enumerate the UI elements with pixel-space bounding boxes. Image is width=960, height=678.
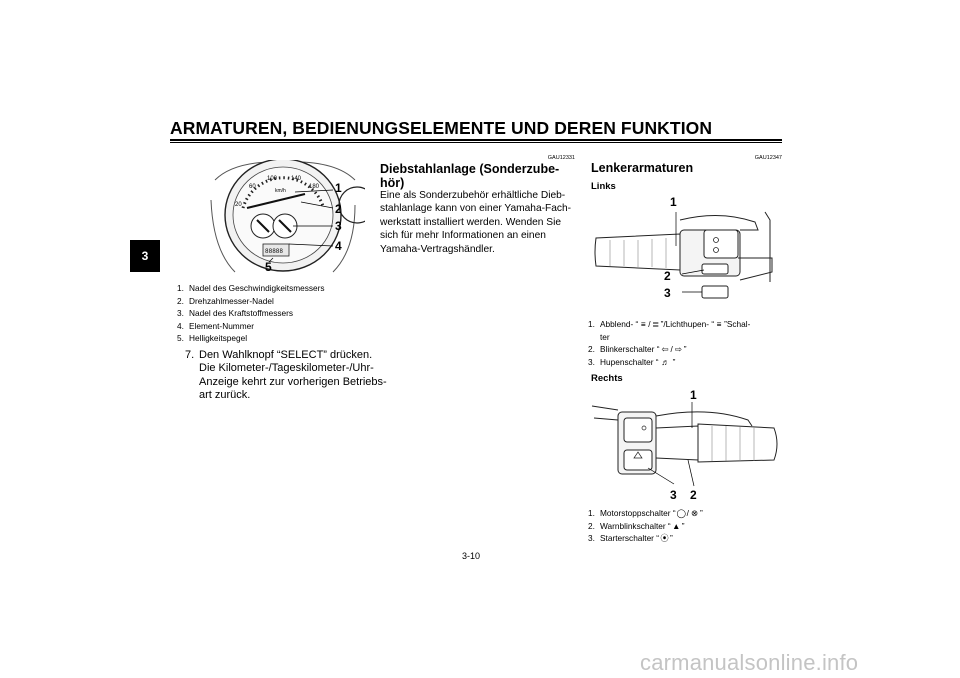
hazard-icon: ▲ — [672, 520, 681, 531]
section-body: Eine als Sonderzubehör erhältliche Dieb-… — [380, 190, 572, 255]
section-heading: Diebstahlanlage (Sonderzube- hör) — [380, 162, 560, 190]
svg-text:100: 100 — [267, 176, 278, 182]
page-number: 3-10 — [462, 551, 481, 561]
caption-item: 2.Drehzahlmesser-Nadel — [177, 295, 274, 306]
chapter-tab: 3 — [130, 240, 160, 272]
caption-item: 4.Element-Nummer — [177, 320, 255, 331]
figure-label-1: 1 — [670, 195, 677, 209]
figure-label-1: 1 — [690, 388, 697, 402]
starter-icon: ⦿ — [660, 533, 669, 543]
turn-right-icon: ⇨ — [674, 344, 682, 354]
caption-item: 1.Nadel des Geschwindigkeitsmessers — [177, 283, 325, 293]
section-code: GAU12347 — [754, 155, 782, 161]
subheading-rechts: Rechts — [591, 373, 623, 384]
caption-item: 5.Helligkeitspegel — [177, 333, 248, 343]
subheading-links: Links — [591, 181, 616, 192]
caption-item: 3.Hupenschalter “♬” — [588, 356, 676, 367]
figure-label-3: 3 — [664, 286, 671, 300]
figure-label-3: 3 — [335, 219, 342, 233]
figure-caption-list: 1.Nadel des Geschwindigkeitsmessers 2.Dr… — [177, 282, 325, 345]
caption-item: 1.Abblend- “≡/≣”/Lichthupen- “≡”Schal- — [588, 319, 751, 329]
right-handlebar-figure — [591, 402, 778, 487]
caption-item: 3.Nadel des Kraftstoffmessers — [177, 308, 294, 318]
caption-item: 3.Starterschalter “⦿” — [588, 533, 673, 543]
speedometer-figure: 20 60 100 140 180 km/h 88888 — [210, 160, 365, 273]
svg-text:180: 180 — [309, 184, 320, 190]
rechts-caption-list: 1.Motorstoppschalter “◯/⊗” 2.Warnblinksc… — [588, 507, 788, 545]
figure-label-5: 5 — [265, 260, 272, 274]
engine-stop-icon: ⊗ — [690, 508, 698, 518]
figure-label-2: 2 — [335, 202, 342, 216]
links-caption-list: 1.Abblend- “≡/≣”/Lichthupen- “≡”Schal- t… — [588, 318, 788, 368]
pass-light-icon: ≡ — [716, 319, 722, 329]
horn-icon: ♬ — [661, 356, 670, 367]
section-code: GAU12331 — [547, 155, 575, 161]
svg-text:140: 140 — [291, 176, 302, 182]
engine-run-icon: ◯ — [676, 508, 686, 518]
figure-label-4: 4 — [335, 239, 342, 253]
page-title: ARMATUREN, BEDIENUNGSELEMENTE UND DEREN … — [170, 118, 713, 138]
figure-label-2: 2 — [664, 269, 671, 283]
low-beam-icon: ≡ — [640, 319, 646, 329]
caption-item: ter — [600, 331, 610, 342]
high-beam-icon: ≣ — [652, 319, 660, 329]
figure-label-1: 1 — [335, 181, 342, 195]
svg-text:60: 60 — [249, 184, 256, 190]
left-handlebar-figure — [594, 211, 773, 299]
caption-item: 2.Warnblinkschalter “▲” — [588, 520, 685, 531]
caption-item: 1.Motorstoppschalter “◯/⊗” — [588, 508, 703, 518]
svg-text:88888: 88888 — [265, 248, 283, 255]
watermark: carmanualsonline.info — [640, 650, 859, 675]
caption-item: 2.Blinkerschalter “⇦/⇨” — [588, 344, 687, 354]
header-rule — [170, 139, 782, 141]
svg-text:20: 20 — [235, 202, 242, 208]
turn-left-icon: ⇦ — [661, 344, 669, 354]
figure-label-2: 2 — [690, 488, 697, 502]
svg-text:km/h: km/h — [275, 188, 286, 194]
section-heading: Lenkerarmaturen — [591, 161, 694, 175]
step-7: 7. Den Wahlknopf “SELECT” drücken. Die K… — [185, 349, 387, 401]
header-rule-thin — [170, 142, 782, 143]
figure-label-3: 3 — [670, 488, 677, 502]
